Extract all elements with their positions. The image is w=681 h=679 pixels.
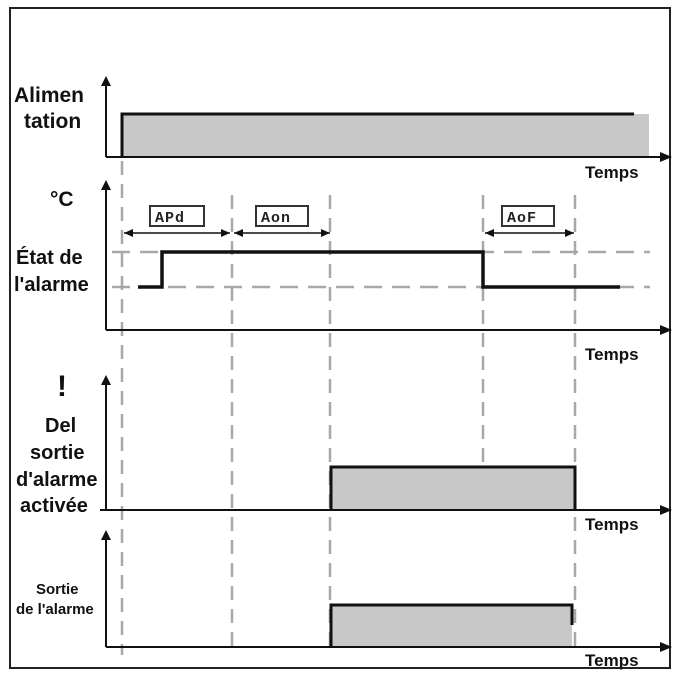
- led-signal: [329, 465, 577, 510]
- timing-aon: Aon: [234, 205, 330, 237]
- row-temperature: °C État de l'alarme APd Aon: [14, 180, 672, 364]
- aon-display-box: [255, 205, 309, 227]
- row-output: Sortie de l'alarme Temps: [16, 530, 672, 670]
- time-markers: [120, 115, 577, 655]
- apd-code: APd: [155, 210, 185, 227]
- output-axis-label: Temps: [585, 651, 639, 670]
- temp-label-line2: l'alarme: [14, 274, 89, 296]
- led-label-line1: Del: [45, 415, 76, 437]
- aof-display-box: [501, 205, 555, 227]
- led-label-line3: d'alarme: [16, 469, 97, 491]
- output-label-line2: de l'alarme: [16, 601, 94, 618]
- led-x-arrow: [660, 505, 672, 515]
- temp-unit-label: °C: [50, 188, 74, 211]
- exclamation-icon: !: [57, 370, 67, 403]
- aon-code: Aon: [261, 210, 291, 227]
- power-x-arrow: [660, 152, 672, 162]
- timing-apd: APd: [124, 205, 230, 237]
- led-axis-label: Temps: [585, 515, 639, 534]
- power-axis-label: Temps: [585, 163, 639, 182]
- diagram-border: [9, 7, 671, 669]
- power-pulse: [123, 114, 649, 156]
- row-power: Alimen tation Temps: [14, 76, 672, 182]
- power-label-line2: tation: [24, 110, 81, 133]
- output-label-line1: Sortie: [36, 581, 79, 598]
- led-y-arrow: [101, 375, 111, 385]
- apd-display-box: [149, 205, 205, 227]
- power-y-arrow: [101, 76, 111, 86]
- temp-label-line1: État de: [16, 246, 83, 269]
- output-signal: [329, 603, 574, 647]
- alarm-state-signal: [138, 250, 620, 289]
- timing-aof: AoF: [485, 205, 574, 237]
- power-signal: [120, 112, 634, 157]
- led-label-line2: sortie: [30, 442, 84, 464]
- led-pulse: [331, 467, 574, 509]
- temp-axis-label: Temps: [585, 345, 639, 364]
- temp-y-arrow: [101, 180, 111, 190]
- row-led: ! Del sortie d'alarme activée Temps: [16, 370, 672, 534]
- aof-code: AoF: [507, 210, 537, 227]
- temp-x-arrow: [660, 325, 672, 335]
- power-label-line1: Alimen: [14, 84, 84, 107]
- led-label-line4: activée: [20, 495, 88, 517]
- output-pulse: [331, 605, 572, 646]
- output-x-arrow: [660, 642, 672, 652]
- output-y-arrow: [101, 530, 111, 540]
